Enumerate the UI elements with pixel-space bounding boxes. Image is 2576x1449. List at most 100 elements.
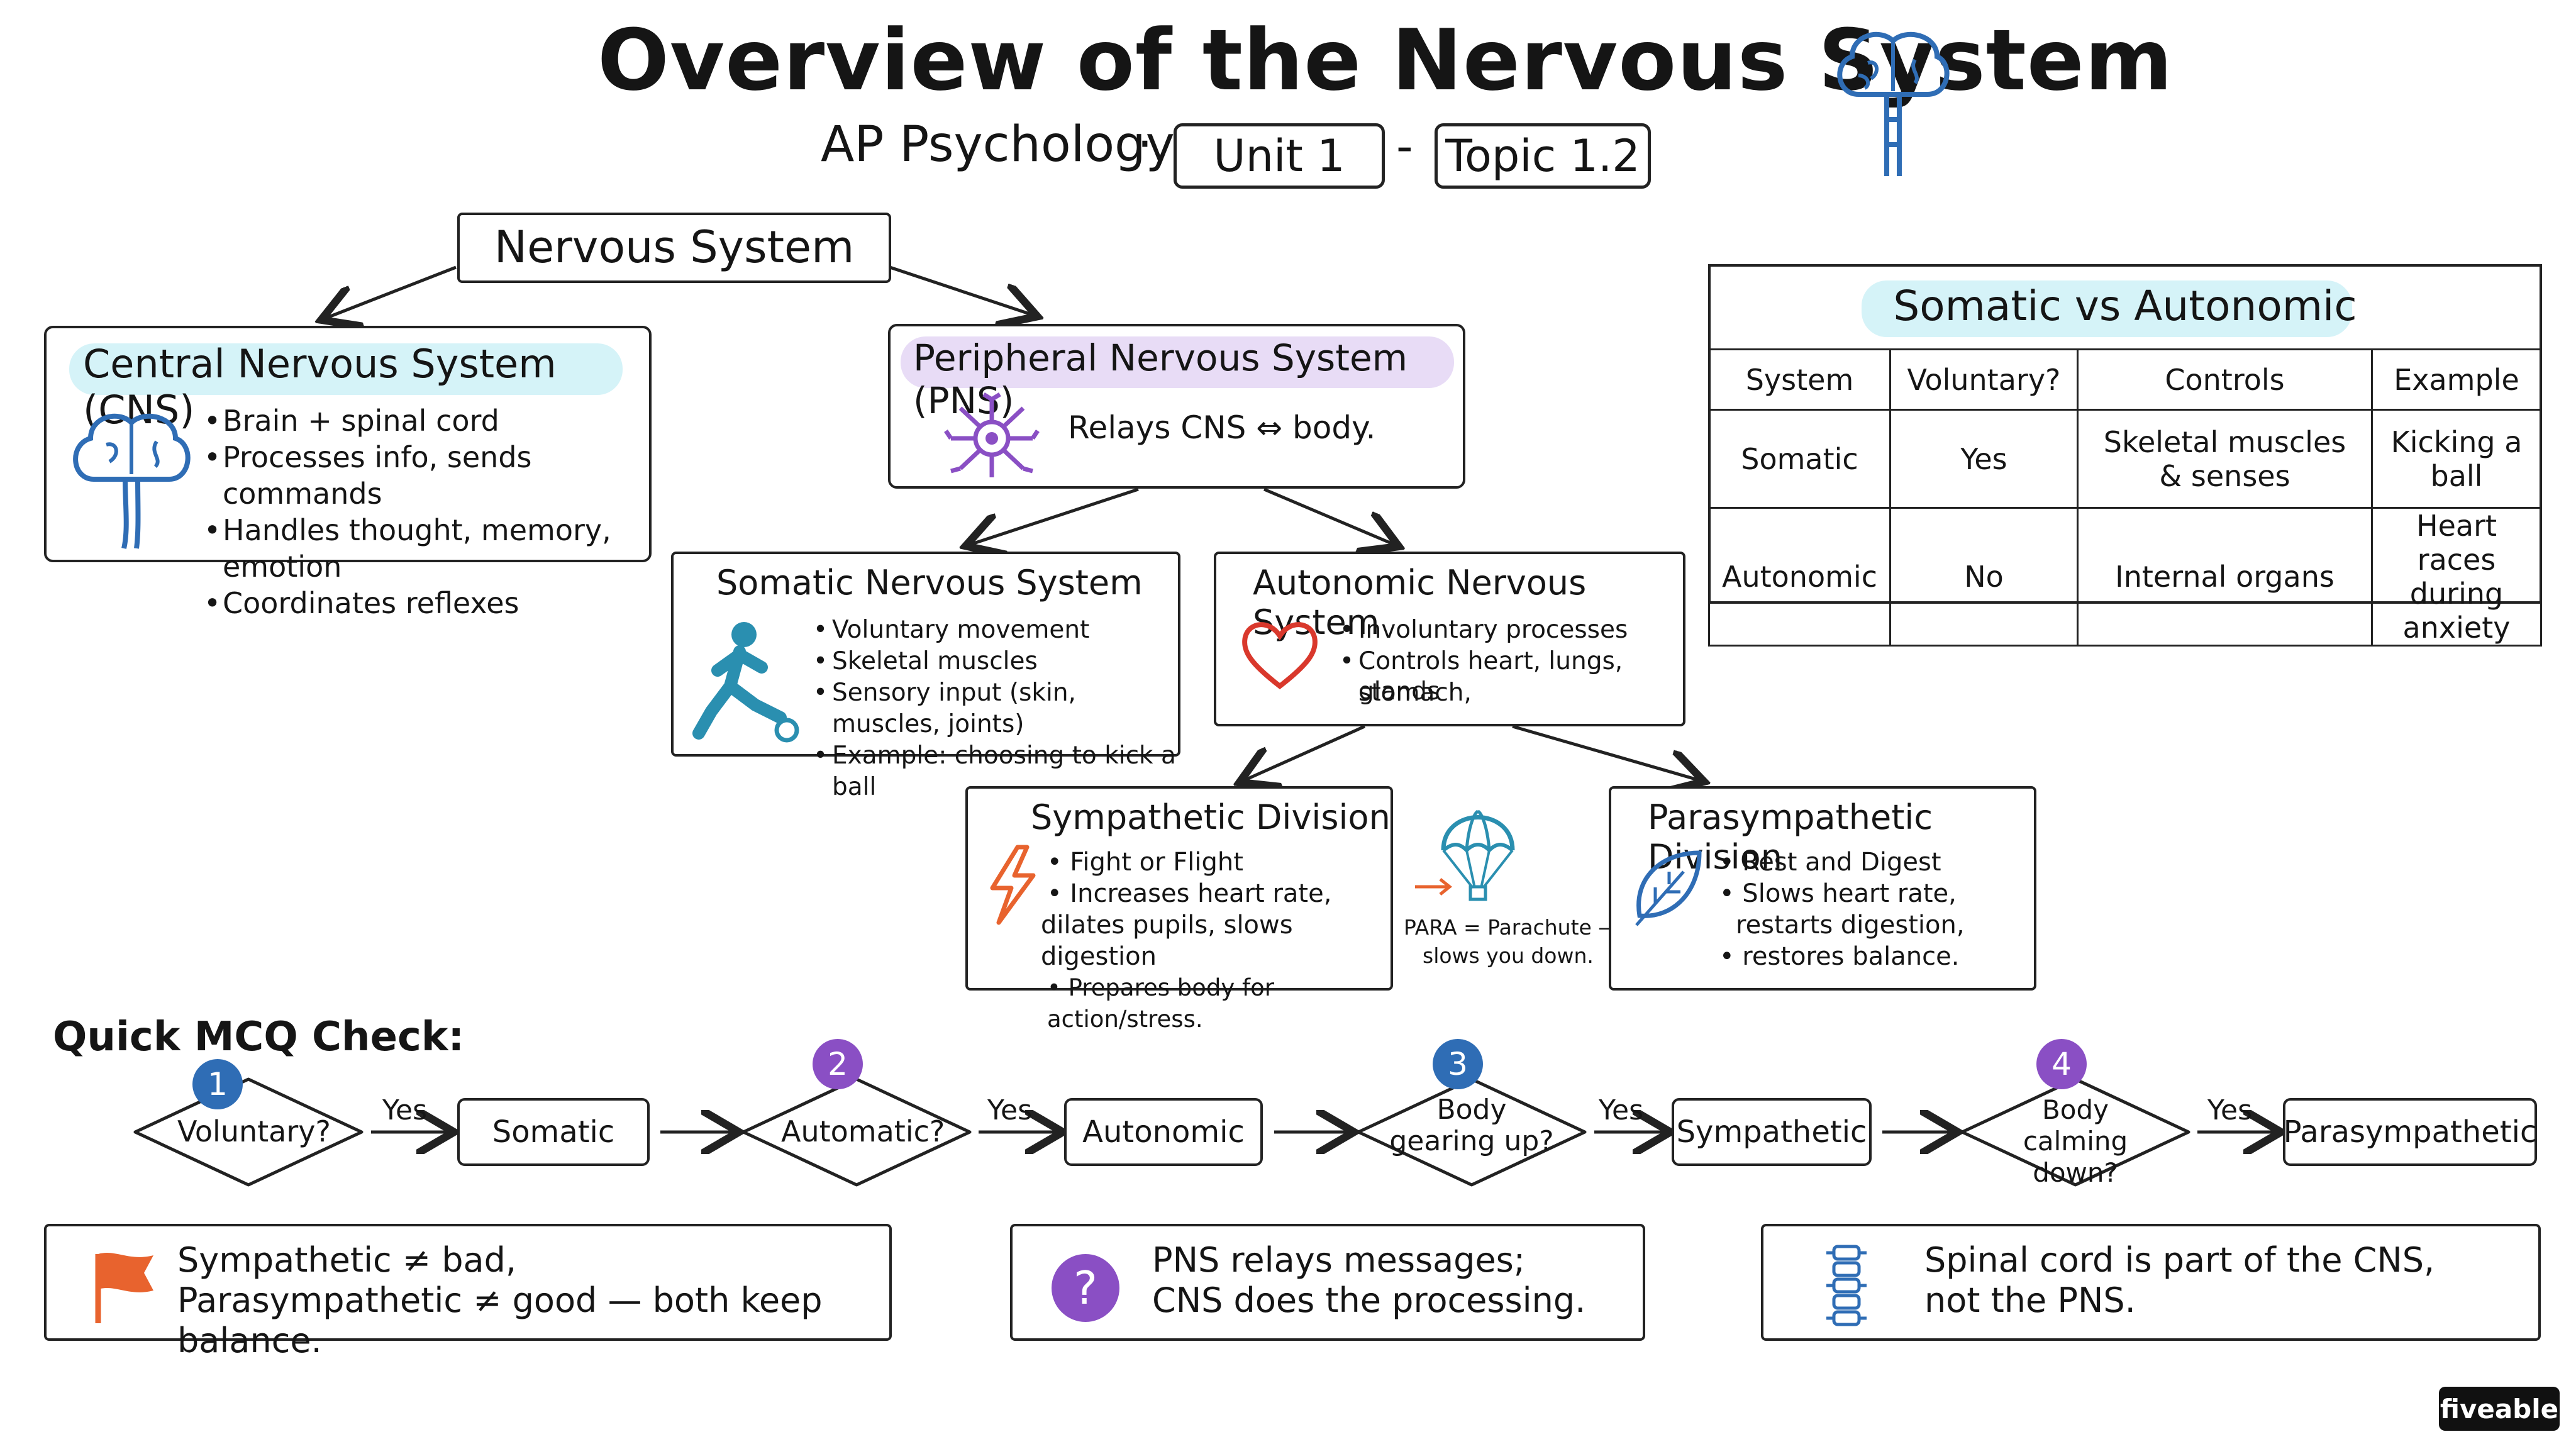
fiveable-logo: fiveable [2439,1387,2560,1431]
cns-title: Central Nervous System (CNS) [83,341,557,433]
answer-label: Somatic [492,1114,615,1150]
unit-badge: Unit 1 [1174,123,1385,189]
table-cell: Internal organs [2077,507,2373,647]
step-number: 2 [828,1046,848,1082]
sympathetic-line: dilates pupils, slows digestion [1041,911,1293,971]
spine-icon [1826,1245,1867,1326]
tip-line: Sympathetic ≠ bad, [177,1240,517,1280]
autonomic-bullet: Controls heart, lungs, stomach, [1336,646,1683,709]
cns-box: Central Nervous System (CNS) Brain + spi… [44,326,652,621]
yes-label: Yes [1599,1094,1644,1126]
cns-title-highlight [69,343,623,395]
comparison-table: System Voluntary? Controls Example Somat… [1708,348,2542,647]
table-cell: Somatic [1708,409,1891,509]
somatic-box: Somatic Nervous System Voluntary movemen… [671,552,1180,801]
yes-label: Yes [987,1094,1033,1126]
somatic-bullet: Voluntary movement [809,614,1178,646]
subtitle-dot: · [1137,116,1153,173]
autonomic-bullets: Involuntary processes Controls heart, lu… [1336,614,1683,709]
somatic-bullet: Skeletal muscles [809,646,1178,677]
answer-label: Autonomic [1082,1114,1245,1150]
somatic-bullet: Sensory input (skin, muscles, joints) [809,677,1178,740]
cns-bullet: Handles thought, memory, emotion [200,512,649,585]
pns-title-highlight [901,336,1454,388]
unit-label: Unit 1 [1213,130,1345,182]
table-header: System [1708,348,1891,411]
table-row: Autonomic No Internal organs Heart races… [1708,507,2542,647]
yes-label: Yes [382,1094,428,1126]
lightning-icon [990,845,1036,925]
step-question-line: gearing up? [1389,1125,1554,1157]
sympathetic-lines: • Fight or Flight • Increases heart rate… [1041,847,1391,1035]
answer-label: Parasympathetic [2283,1114,2537,1150]
nervous-system-label: Nervous System [494,221,855,273]
tip-box-pns-cns: ? PNS relays messages; CNS does the proc… [1010,1224,1645,1341]
somatic-bullets: Voluntary movement Skeletal muscles Sens… [809,614,1178,803]
table-cell: Yes [1889,409,2079,509]
answer-label: Sympathetic [1676,1114,1867,1150]
question-icon-glyph: ? [1073,1262,1098,1314]
table-cell: Heart races during anxiety [2371,507,2542,647]
tip-line: Parasympathetic ≠ good — both keep balan… [177,1280,823,1360]
table-title: Somatic vs Autonomic [1893,282,2357,330]
autonomic-box: Autonomic Nervous System Involuntary pro… [1214,552,1685,726]
table-cell-line: Skeletal muscles [2103,425,2346,459]
step-4-badge: 4 [2036,1039,2087,1089]
table-cell-line: & senses [2159,458,2290,493]
answer-parasympathetic: Parasympathetic [2283,1098,2537,1166]
topic-label: Topic 1.2 [1445,130,1640,182]
parasympathetic-line: restarts digestion, [1736,911,1965,940]
tip-line: Spinal cord is part of the CNS, [1924,1240,2435,1280]
tip-text: Spinal cord is part of the CNS, not the … [1924,1240,2434,1321]
autonomic-bullet-continued: glands [1358,677,1440,706]
tip-text: PNS relays messages; CNS does the proces… [1152,1240,1585,1321]
pns-title: Peripheral Nervous System (PNS) [913,336,1408,422]
step-2-badge: 2 [813,1039,863,1089]
topic-badge: Topic 1.2 [1435,123,1651,189]
parachute-mnemonic-line1: PARA = Parachute — [1404,915,1619,940]
yes-label: Yes [2207,1094,2253,1126]
tip-text: Sympathetic ≠ bad, Parasympathetic ≠ goo… [177,1240,889,1361]
somatic-title: Somatic Nervous System [716,563,1143,602]
cns-bullets: Brain + spinal cord Processes info, send… [200,402,649,621]
tip-line: not the PNS. [1924,1280,2136,1320]
course-subtitle: AP Psychology [821,116,1175,173]
brain-spine-icon [1837,31,1950,176]
subtitle-dash: - [1396,119,1413,174]
kicking-figure-icon [692,622,799,743]
parasympathetic-line: • Slows heart rate, [1719,879,1957,908]
parachute-icon [1415,809,1515,901]
table-cell-line: during anxiety [2402,577,2511,645]
step-number: 4 [2051,1046,2072,1082]
table-cell: Skeletal muscles & senses [2077,409,2373,509]
step-3-question: Body gearing up? [1384,1094,1560,1157]
sympathetic-line: • Prepares body for action/stress. [1047,974,1274,1033]
autonomic-bullet: Involuntary processes [1336,614,1683,646]
table-cell: Kicking a ball [2371,409,2542,509]
pns-description: Relays CNS ⇔ body. [1068,409,1376,446]
answer-autonomic: Autonomic [1064,1098,1263,1166]
mcq-title: Quick MCQ Check: [53,1014,465,1060]
table-header: Controls [2077,348,2373,411]
heart-icon [1242,622,1318,690]
table-row: Somatic Yes Skeletal muscles & senses Ki… [1708,409,2542,509]
step-question-line: Body [1436,1094,1507,1126]
cns-bullet: Brain + spinal cord [200,402,649,439]
brain-icon [73,413,191,549]
table-header: Voluntary? [1889,348,2079,411]
tip-box-balance: Sympathetic ≠ bad, Parasympathetic ≠ goo… [44,1224,892,1360]
step-1-question: Voluntary? [177,1114,331,1148]
parasympathetic-title: Parasympathetic Division [1648,797,1933,877]
sympathetic-line: • Increases heart rate, [1047,879,1332,908]
cns-bullet: Processes info, sends commands [200,439,649,512]
step-3-badge: 3 [1433,1039,1483,1089]
sympathetic-box: Sympathetic Division • Fight or Flight •… [965,786,1393,1033]
cns-bullet: Coordinates reflexes [200,585,649,621]
answer-somatic: Somatic [457,1098,650,1166]
leaf-icon [1635,850,1702,926]
tip-line: CNS does the processing. [1152,1280,1586,1320]
table-title-highlight [1862,280,2352,337]
step-question-line: calming down? [2023,1126,2128,1188]
